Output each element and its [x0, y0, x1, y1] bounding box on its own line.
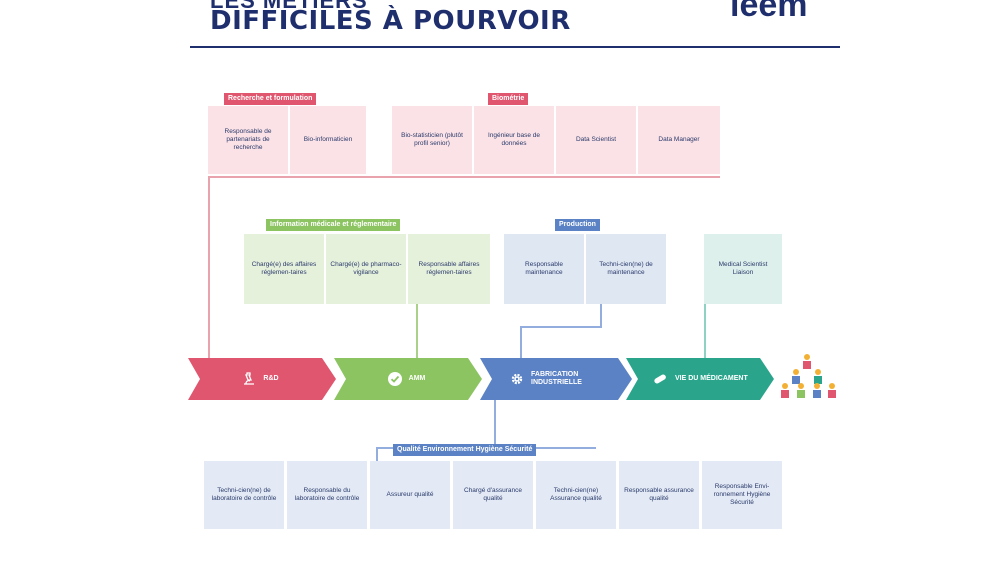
info-connector [416, 304, 418, 360]
job-box: Chargé d'assurance qualité [453, 461, 533, 529]
job-box: Assureur qualité [370, 461, 450, 529]
section-label-info-medicale: Information médicale et réglementaire [266, 219, 400, 231]
job-box: Techni-cien(ne) Assurance qualité [536, 461, 616, 529]
job-box: Chargé(e) des affaires réglemen-taires [244, 234, 324, 304]
arrow-rnd: R&D [200, 358, 320, 400]
section-label-biometrie: Biométrie [488, 93, 528, 105]
section-label-qualite: Qualité Environnement Hygiène Sécurité [393, 444, 536, 456]
qualite-connector [494, 400, 496, 448]
job-box: Techni-cien(ne) de laboratoire de contrô… [204, 461, 284, 529]
arrow-label: AMM [409, 375, 426, 383]
page-title: DIFFICILES À POURVOIR [210, 6, 571, 36]
top-connector-vertical [208, 176, 210, 362]
job-box: Responsable Envi-ronnement Hygiène Sécur… [702, 461, 782, 529]
arrow-amm: AMM [346, 358, 466, 400]
job-box: Responsable affaires réglemen-taires [408, 234, 490, 304]
section-label-production: Production [555, 219, 600, 231]
job-box: Responsable assurance qualité [619, 461, 699, 529]
production-connector-h [520, 326, 602, 328]
gear-icon [509, 371, 525, 387]
job-box: Medical Scientist Liaison [704, 234, 782, 304]
microscope-icon [241, 371, 257, 387]
arrow-vie: VIE DU MÉDICAMENT [640, 358, 764, 400]
job-box: Bio-informaticien [290, 106, 366, 174]
check-icon [387, 371, 403, 387]
leem-logo: leem [730, 0, 808, 25]
qualite-connector-left [376, 447, 378, 461]
people-pyramid-icon [774, 352, 840, 402]
job-box: Responsable maintenance [504, 234, 584, 304]
job-box: Chargé(e) de pharmaco-vigilance [326, 234, 406, 304]
production-connector-v [520, 326, 522, 360]
vie-connector [704, 304, 706, 360]
arrow-label: R&D [263, 375, 278, 383]
job-box: Responsable du laboratoire de contrôle [287, 461, 367, 529]
job-box: Bio-statisticien (plutôt profil senior) [392, 106, 472, 174]
production-connector [600, 304, 602, 328]
job-box: Techni-cien(ne) de maintenance [586, 234, 666, 304]
top-connector-horizontal [208, 176, 720, 178]
job-box: Data Scientist [556, 106, 636, 174]
job-box: Ingénieur base de données [474, 106, 554, 174]
job-box: Data Manager [638, 106, 720, 174]
section-label-recherche: Recherche et formulation [224, 93, 316, 105]
arrow-label: FABRICATION INDUSTRIELLE [531, 371, 613, 387]
arrow-label: VIE DU MÉDICAMENT [675, 375, 751, 383]
job-box: Responsable de partenariats de recherche [208, 106, 288, 174]
arrow-fabrication: FABRICATION INDUSTRIELLE [496, 358, 626, 400]
header-divider [190, 46, 840, 48]
pill-icon [653, 371, 669, 387]
